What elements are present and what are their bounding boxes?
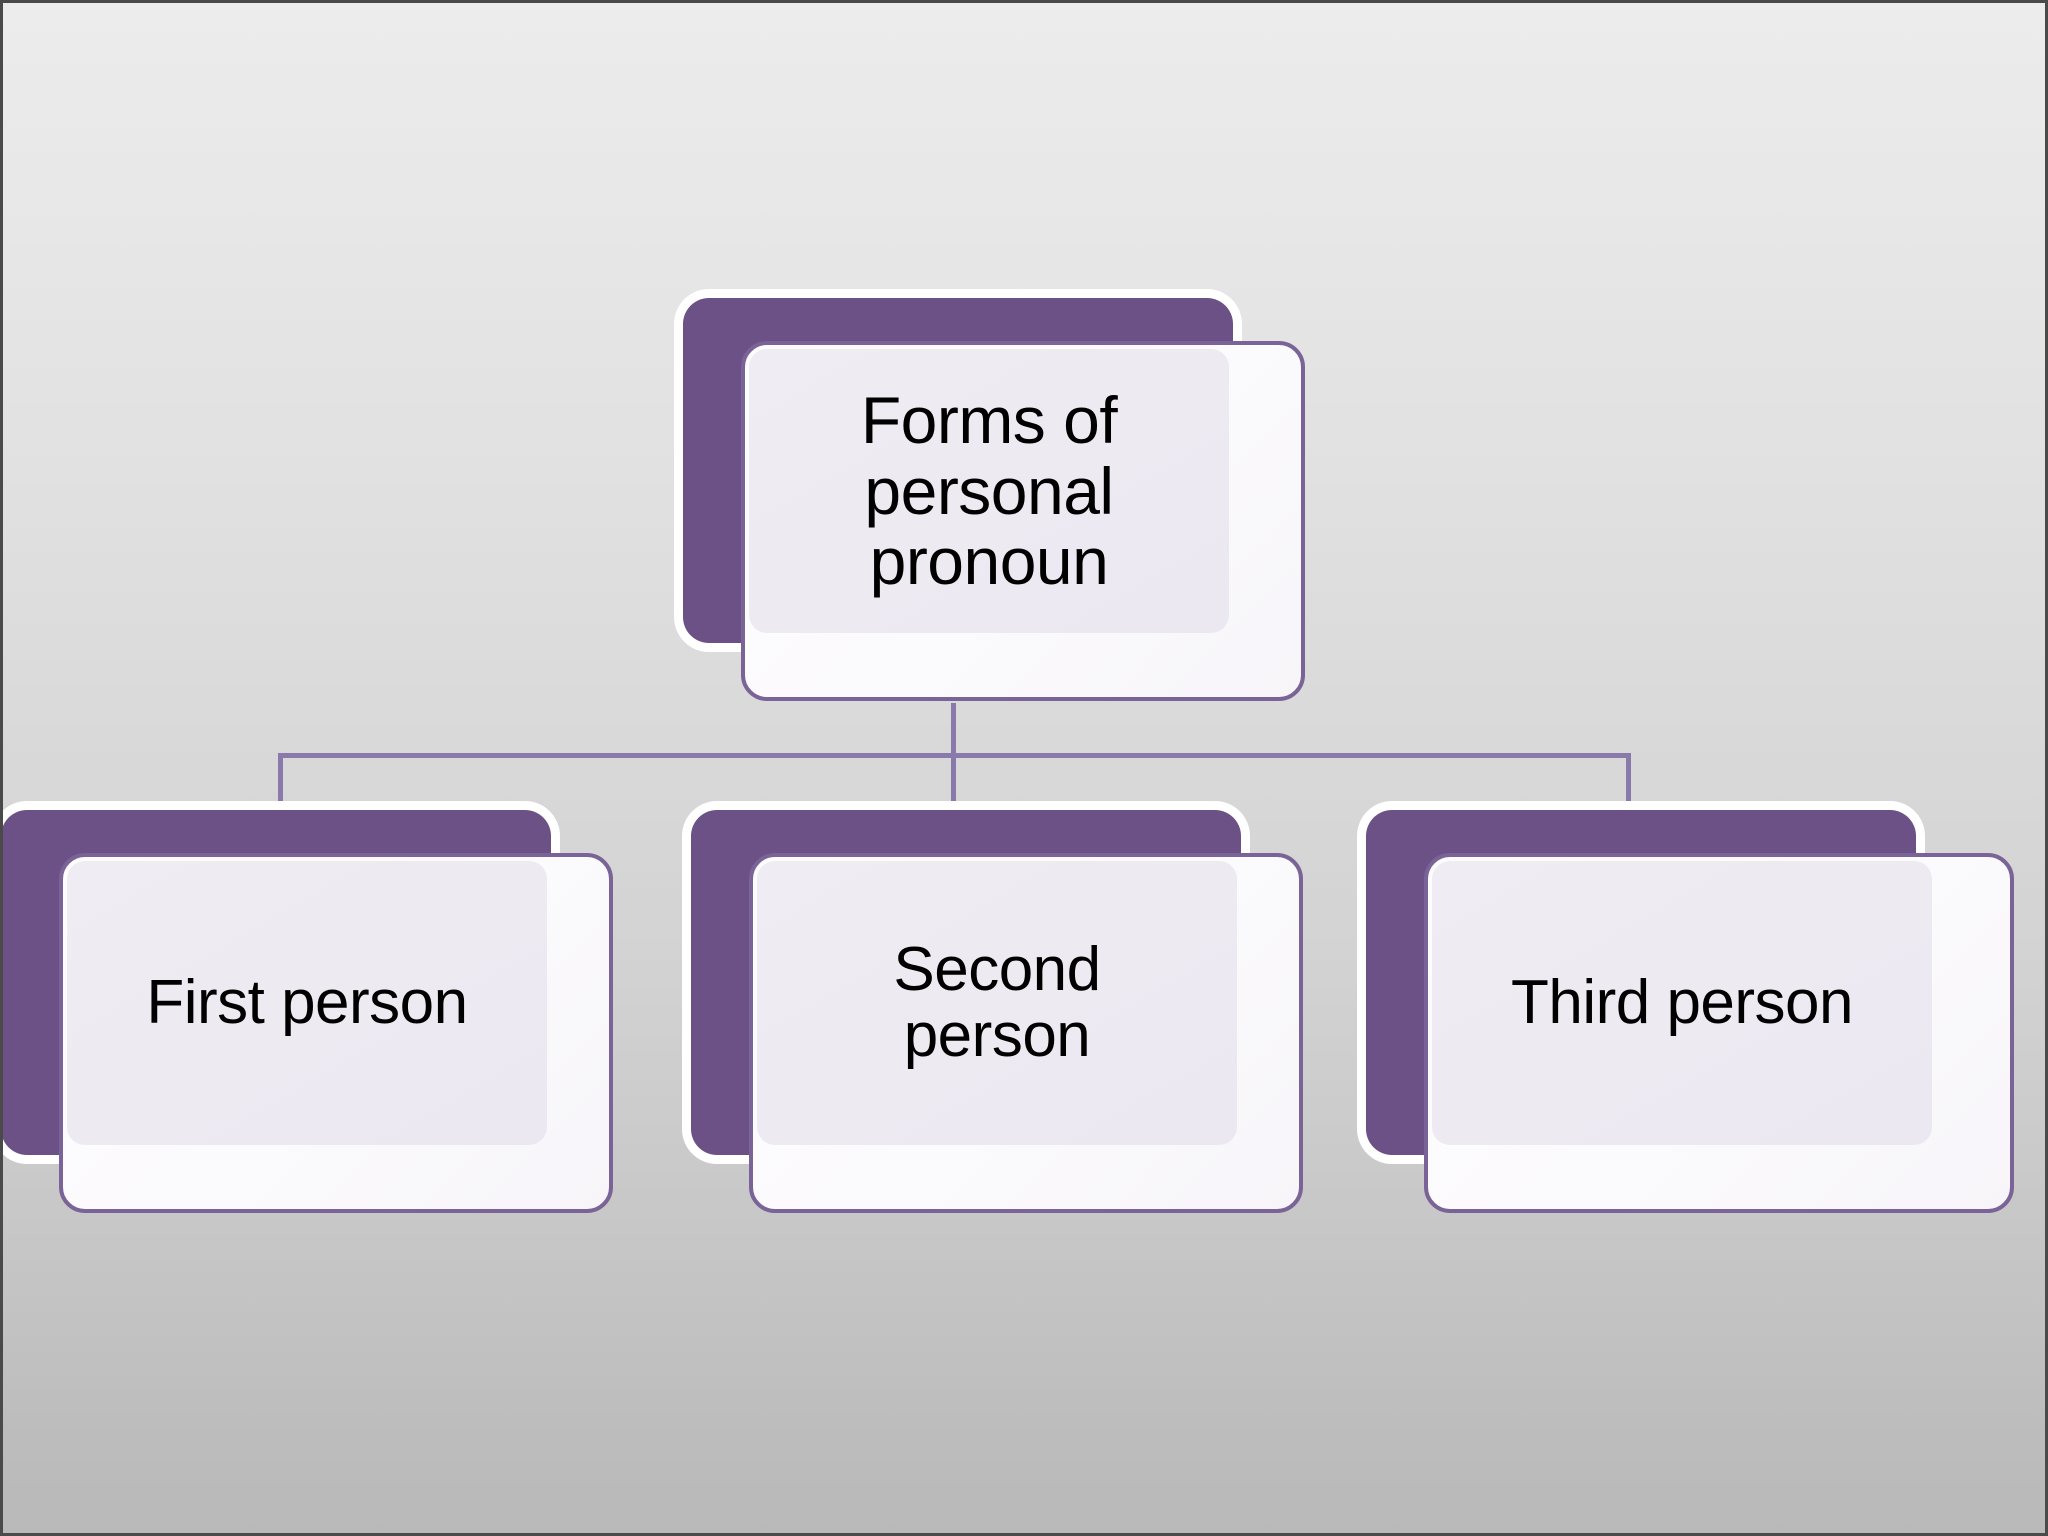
node-forms-of-personal-pronoun[interactable]: Forms of personal pronoun bbox=[675, 291, 1305, 711]
node-inner-panel: First person bbox=[67, 861, 547, 1145]
connector-drop-first-person bbox=[278, 753, 283, 815]
node-inner-panel: Second person bbox=[757, 861, 1237, 1145]
node-label-root: Forms of personal pronoun bbox=[860, 383, 1118, 599]
node-label-second-person: Second person bbox=[893, 934, 1101, 1070]
connector-trunk-root-to-bus bbox=[951, 703, 956, 758]
node-second-person[interactable]: Second person bbox=[683, 803, 1313, 1223]
node-third-person[interactable]: Third person bbox=[1358, 803, 2023, 1223]
node-inner-panel: Third person bbox=[1432, 861, 1932, 1145]
node-inner-panel: Forms of personal pronoun bbox=[749, 349, 1229, 633]
node-first-person[interactable]: First person bbox=[3, 803, 623, 1223]
connector-drop-second-person bbox=[951, 753, 956, 815]
node-label-third-person: Third person bbox=[1510, 967, 1854, 1037]
connector-drop-third-person bbox=[1626, 753, 1631, 815]
node-label-first-person: First person bbox=[146, 967, 468, 1037]
